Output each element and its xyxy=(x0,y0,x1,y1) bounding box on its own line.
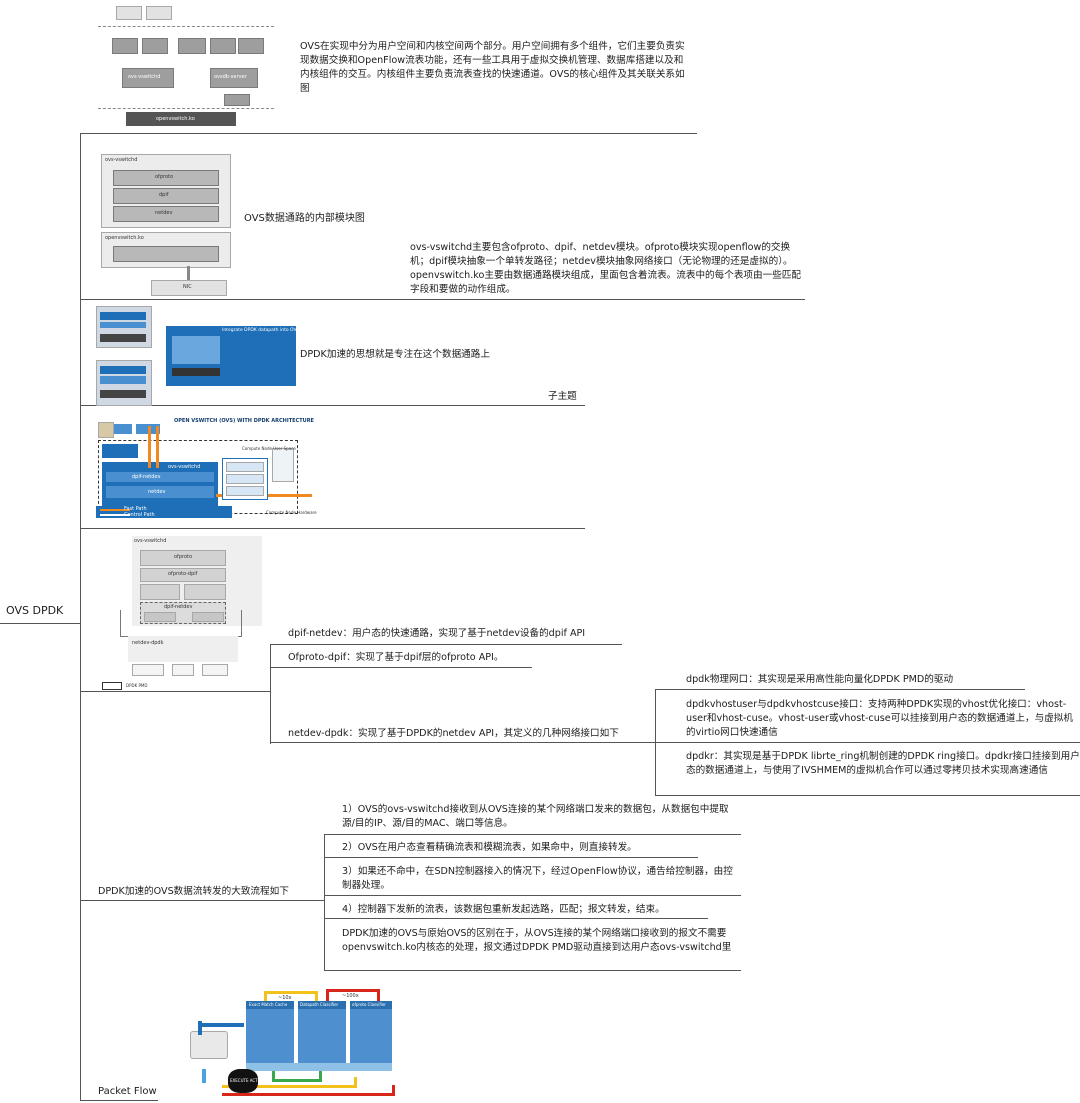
branch-line-3 xyxy=(80,405,585,406)
flow-step-1[interactable]: 1）OVS的ovs-vswitchd接收到从OVS连接的某个网络端口发来的数据包… xyxy=(342,804,729,829)
node-ofproto-dpif[interactable]: Ofproto-dpif：实现了基于dpif层的ofproto API。 xyxy=(288,652,504,663)
fig4-vswitchd-label: ovs-vswitchd xyxy=(168,464,201,470)
fig6-execute-label: EXECUTE ACTION xyxy=(230,1078,265,1083)
fig2-kernel-label: openvswitch.ko xyxy=(105,235,144,241)
flow-step-3[interactable]: 3）如果还不命中，在SDN控制器接入的情况下，经过OpenFlow协议，通告给控… xyxy=(342,866,733,891)
sub-line-dpdkr xyxy=(655,795,1080,796)
fig6-ofproto-header: ofproto Classifier xyxy=(352,1002,386,1007)
node-dpdk-vhost[interactable]: dpdkvhostuser与dpdkvhostcuse接口：支持两种DPDK实现… xyxy=(686,699,1073,738)
fig4-user-space-label: Compute Node User Space xyxy=(242,446,296,451)
fig1-vswitchd-label: ovs-vswitchd xyxy=(128,74,161,80)
node-packet-flow[interactable]: Packet Flow xyxy=(98,1086,157,1097)
root-underline xyxy=(0,623,80,624)
fig4-dpif-label: dpif-netdev xyxy=(132,474,161,480)
fig5-ofproto-label: ofproto xyxy=(174,554,193,560)
fig6-dpcls-header: Datapath Classifier xyxy=(300,1002,339,1007)
fig4-title-label: OPEN VSWITCH (OVS) WITH DPDK ARCHITECTUR… xyxy=(174,418,314,424)
sub-line-step4 xyxy=(324,918,708,919)
sub-line-vhost xyxy=(655,742,1080,743)
sub-line-step3 xyxy=(324,895,741,896)
fig6-tag-10x: ~10x xyxy=(278,995,292,1001)
root-topic[interactable]: OVS DPDK xyxy=(6,604,64,617)
figure-datapath-modules: ovs-vswitchd ofproto dpif netdev openvsw… xyxy=(99,148,231,296)
branch-line-4 xyxy=(80,528,585,529)
branch-line-2 xyxy=(80,299,805,300)
figure-dpdk-stack: ovs-vswitchd ofproto ofproto-dpif dpif-n… xyxy=(92,536,262,692)
node-dpdk-phy[interactable]: dpdk物理网口：其实现是采用高性能向量化DPDK PMD的驱动 xyxy=(686,674,954,685)
fig4-control-path-label: Control Path xyxy=(124,512,155,518)
sub-line-ofproto xyxy=(270,667,532,668)
node-subtopic[interactable]: 子主题 xyxy=(548,391,577,402)
figure-dpdk-datapath: Integrate DPDK datapath into OVS xyxy=(96,306,300,406)
fig2-nic-label: NIC xyxy=(183,284,192,290)
flow-step-2[interactable]: 2）OVS在用户态查看精确流表和模糊流表，如果命中，则直接转发。 xyxy=(342,842,637,853)
fig5-dpif-netdev-label: dpif-netdev xyxy=(164,604,193,610)
branch-line-5 xyxy=(80,691,270,692)
sub-branch-line-a xyxy=(270,644,271,744)
node-datapath-desc[interactable]: ovs-vswitchd主要包含ofproto、dpif、netdev模块。of… xyxy=(410,242,801,295)
flow-step-4[interactable]: 4）控制器下发新的流表，该数据包重新发起选路，匹配；报文转发，结束。 xyxy=(342,904,665,915)
fig4-netdev-label: netdev xyxy=(148,489,166,495)
node-flow-title[interactable]: DPDK加速的OVS数据流转发的大致流程如下 xyxy=(98,886,289,897)
fig5-ofproto-dpif-label: ofproto-dpif xyxy=(168,571,198,577)
fig2-ofproto-label: ofproto xyxy=(155,174,174,180)
branch-line-7 xyxy=(80,1100,158,1101)
fig4-hardware-label: Compute Node Hardware xyxy=(266,510,317,515)
flow-step-5[interactable]: DPDK加速的OVS与原始OVS的区别在于，从OVS连接的某个网络端口接收到的报… xyxy=(342,928,732,953)
sub-line-step2 xyxy=(324,857,698,858)
sub-line-step1 xyxy=(324,834,741,835)
fig2-netdev-label: netdev xyxy=(155,210,173,216)
node-intro[interactable]: OVS在实现中分为用户空间和内核空间两个部分。用户空间拥有多个组件，它们主要负责… xyxy=(300,41,685,94)
fig1-ovsdb-label: ovsdb-server xyxy=(214,74,247,80)
fig2-vswitchd-label: ovs-vswitchd xyxy=(105,157,138,163)
sub-branch-line-c xyxy=(324,834,325,970)
node-datapath-caption[interactable]: OVS数据通路的内部模块图 xyxy=(244,213,365,224)
sub-line-step5 xyxy=(324,970,741,971)
fig5-pmd-label: DPDK PMD xyxy=(126,683,148,688)
node-dpif-netdev[interactable]: dpif-netdev：用户态的快速通路，实现了基于netdev设备的dpif … xyxy=(288,628,586,639)
figure-packet-flow: ~10x ~100x Exact Match Cache Datapath Cl… xyxy=(186,985,396,1101)
fig4-fast-path-label: Fast Path xyxy=(124,506,147,512)
fig2-dpif-label: dpif xyxy=(159,192,169,198)
fig5-vswitchd-label: ovs-vswitchd xyxy=(134,538,167,544)
fig5-netdev-dpdk-label: netdev-dpdk xyxy=(132,640,164,646)
fig3-title-label: Integrate DPDK datapath into OVS xyxy=(222,328,300,333)
fig1-kernel-label: openvswitch.ko xyxy=(156,116,195,122)
figure-ovs-dpdk-architecture: OPEN VSWITCH (OVS) WITH DPDK ARCHITECTUR… xyxy=(96,412,317,522)
fig6-tag-100x: ~100x xyxy=(342,993,359,999)
figure-ovs-components: ovs-vswitchd ovsdb-server openvswitch.ko xyxy=(98,4,288,126)
fig6-emc-header: Exact Match Cache xyxy=(249,1002,288,1007)
node-dpdk-focus[interactable]: DPDK加速的思想就是专注在这个数据通路上 xyxy=(300,349,490,360)
sub-line-phy xyxy=(655,689,1025,690)
node-dpdkr[interactable]: dpdkr：其实现是基于DPDK librte_ring机制创建的DPDK ri… xyxy=(686,751,1080,776)
branch-line-1 xyxy=(80,133,697,134)
sub-line-dpif xyxy=(270,644,622,645)
main-branch-line xyxy=(80,133,81,1100)
sub-line-netdev xyxy=(270,742,655,743)
node-netdev-dpdk[interactable]: netdev-dpdk：实现了基于DPDK的netdev API，其定义的几种网… xyxy=(288,728,619,739)
branch-line-6 xyxy=(80,900,324,901)
